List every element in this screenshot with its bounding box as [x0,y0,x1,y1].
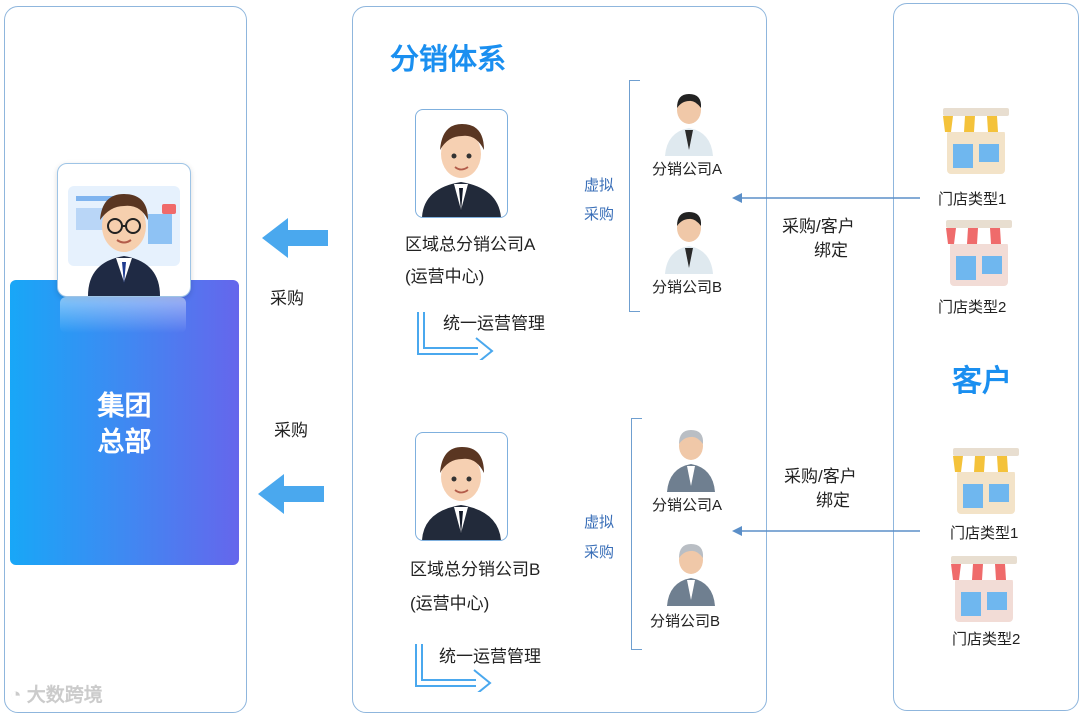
region-a-mgmt: 统一运营管理 [443,314,545,333]
group-a-virtual-2: 采购 [584,206,615,223]
group-b-virtual-2: 采购 [584,544,615,561]
hq-label-line2: 总部 [97,427,152,457]
hq-block [10,280,239,565]
store-yellow-icon-2 [953,448,1019,514]
binding-bottom-line1: 采购/客户 [784,467,857,486]
bottom-store-type-2: 门店类型2 [952,631,1021,648]
store-red-icon-2 [951,556,1017,622]
group-b-company-a: 分销公司A [652,497,723,514]
hq-avatar-reflection [60,297,186,333]
purchase-arrow-bottom [258,474,324,514]
distribution-title: 分销体系 [390,44,507,76]
purchase-label-bottom: 采购 [274,421,308,440]
binding-top-line2: 绑定 [814,241,848,260]
region-b-name: 区域总分销公司B [410,560,541,579]
watermark-text: 大数跨境 [26,685,103,706]
store-red-icon [946,220,1012,286]
region-b-mgmt-arrow [415,644,492,692]
purchase-label-top: 采购 [270,289,304,308]
group-b-company-b: 分销公司B [650,613,721,630]
hq-label-line1: 集团 [97,391,152,421]
region-a-role: (运营中心) [405,267,485,286]
bottom-store-type-1: 门店类型1 [950,525,1019,542]
group-a-bracket [629,80,640,312]
region-a-mgmt-arrow [417,312,494,360]
purchase-arrow-top [262,218,328,258]
binding-arrow-bottom [732,526,920,536]
group-a-company-a: 分销公司A [652,161,723,178]
store-yellow-icon [943,108,1009,174]
binding-bottom-line2: 绑定 [816,491,850,510]
watermark: ◔ 大数跨境 [10,680,103,707]
group-b-virtual-1: 虚拟 [584,514,615,531]
region-a-avatar [415,109,508,218]
customer-title: 客户 [952,365,1012,398]
group-b-bracket [631,418,642,650]
hq-avatar [57,163,191,297]
region-a-name: 区域总分销公司A [405,235,536,254]
group-a-virtual-1: 虚拟 [584,177,615,194]
binding-top-line1: 采购/客户 [782,217,855,236]
region-b-mgmt: 统一运营管理 [439,647,541,666]
distributor-b1-icon [667,430,715,492]
binding-arrow-top [732,193,920,203]
distributor-b2-icon [667,544,715,606]
group-a-company-b: 分销公司B [652,279,723,296]
top-store-type-2: 门店类型2 [938,299,1007,316]
top-store-type-1: 门店类型1 [938,191,1007,208]
distributor-a1-icon [665,94,713,156]
distributor-a2-icon [665,212,713,274]
watermark-logo-icon: ◔ [10,685,22,706]
hq-label: 集团 总部 [10,388,239,460]
region-b-avatar [415,432,508,541]
region-b-role: (运营中心) [410,594,490,613]
